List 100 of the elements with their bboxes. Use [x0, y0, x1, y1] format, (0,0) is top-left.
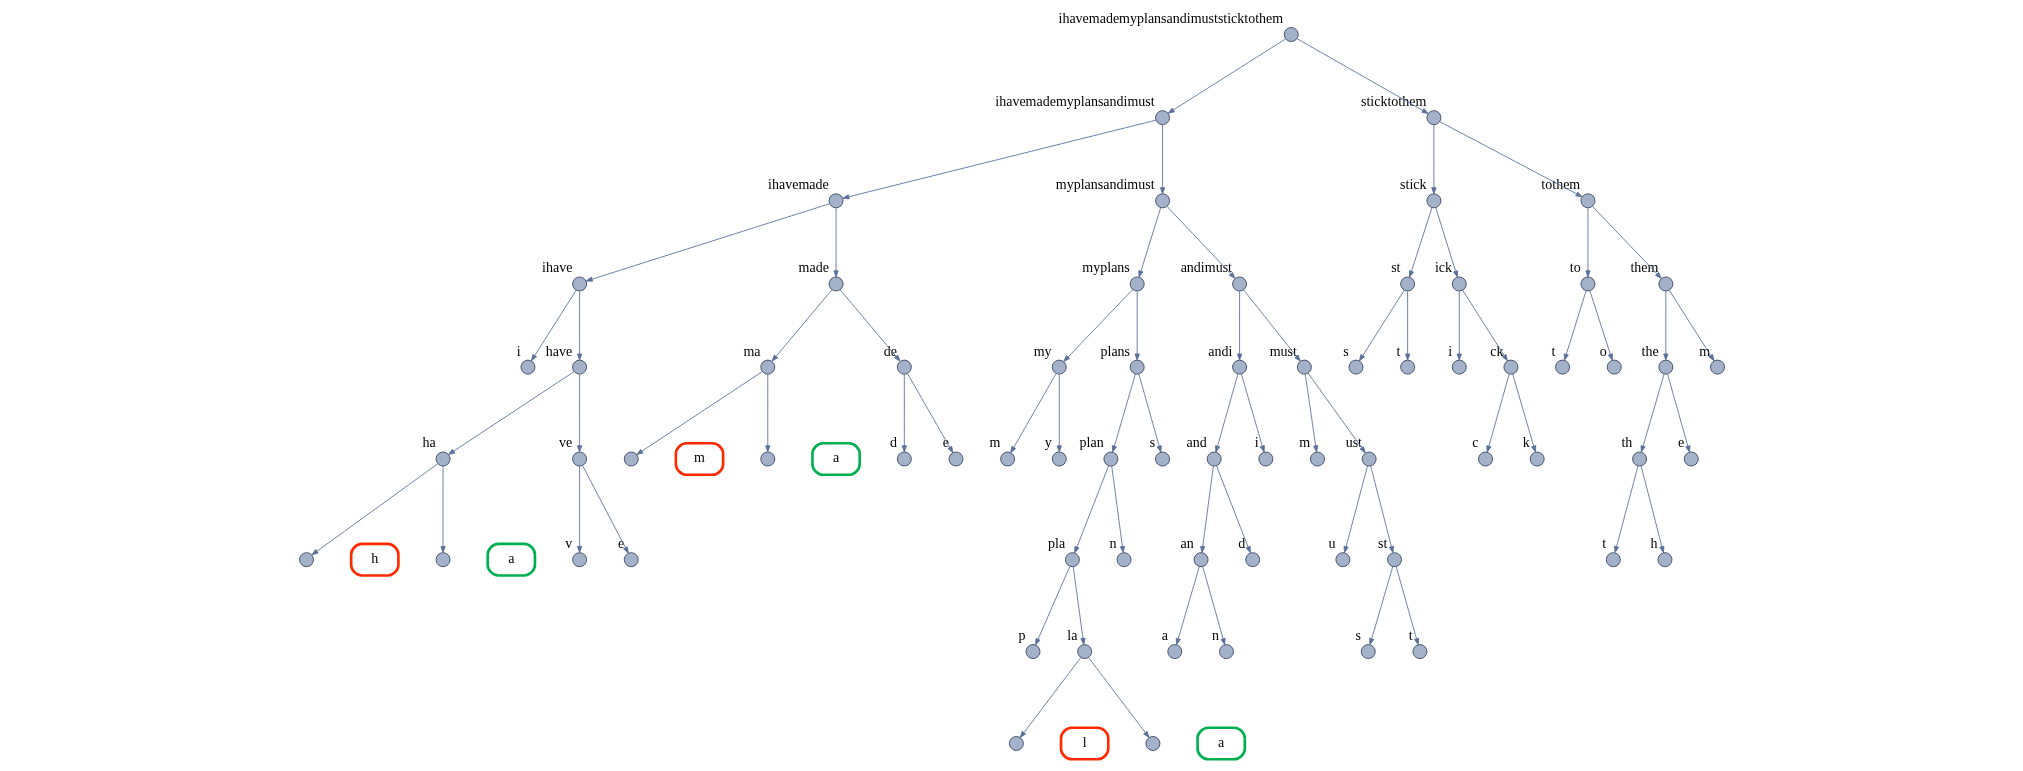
node-label: i — [516, 343, 521, 359]
arrow — [1408, 207, 1432, 278]
node-circle — [1244, 552, 1260, 568]
arrow — [1368, 566, 1393, 646]
node-label: s — [1342, 343, 1349, 359]
node-label: ck — [1489, 343, 1504, 359]
node-circle — [1683, 451, 1699, 467]
node-circle — [1360, 644, 1376, 660]
arrow — [1175, 566, 1200, 646]
arrow — [1485, 373, 1510, 453]
node-label: must — [1269, 343, 1297, 359]
node-label: d — [1237, 536, 1245, 552]
node-label: tothem — [1540, 177, 1580, 193]
node-circle — [435, 451, 450, 467]
node-label: ihave — [541, 260, 572, 276]
arrow — [1111, 373, 1136, 453]
arrow — [1461, 289, 1508, 362]
node-label: plan — [1079, 435, 1104, 451]
arrow — [1110, 465, 1125, 554]
arrow — [1087, 657, 1150, 738]
node-circle — [1580, 276, 1595, 292]
node-circle — [948, 451, 963, 467]
node-circle — [1257, 451, 1273, 467]
node-circle — [435, 552, 450, 568]
node-circle — [1451, 276, 1467, 292]
node-circle — [828, 276, 843, 292]
arrow — [1307, 372, 1366, 454]
node-circle — [520, 359, 535, 375]
node-circle — [1064, 552, 1080, 568]
arrow — [1201, 566, 1226, 646]
arrow — [1369, 465, 1394, 554]
node-circle — [1411, 644, 1427, 660]
node-label: n — [1211, 628, 1219, 644]
arrow — [1640, 373, 1665, 453]
arrow — [1019, 657, 1081, 738]
arrow — [841, 119, 1156, 200]
arrow — [1613, 465, 1638, 554]
node-label: and — [1186, 435, 1207, 451]
arrow — [764, 373, 770, 453]
node-label: n — [1109, 536, 1117, 552]
node-circle — [1657, 276, 1673, 292]
arrow — [1214, 373, 1238, 453]
node-circle — [1580, 193, 1595, 209]
arrow — [1304, 373, 1318, 453]
node-label: my — [1033, 343, 1052, 359]
arrow — [1395, 566, 1419, 646]
node-label: made — [798, 260, 829, 276]
arrow — [771, 289, 832, 362]
arrow — [906, 373, 953, 454]
node-label: la — [1066, 628, 1077, 644]
node-label: st — [1390, 260, 1400, 276]
node-circle — [1206, 451, 1222, 467]
node-label: andi — [1207, 343, 1232, 359]
node-circle — [1386, 552, 1402, 568]
arrow — [1343, 465, 1368, 554]
arrow — [1215, 465, 1251, 554]
node-circle — [1154, 451, 1170, 467]
node-circle — [999, 451, 1015, 467]
node-circle — [1334, 552, 1350, 568]
arrow — [311, 463, 438, 556]
arrow — [1662, 290, 1668, 361]
node-circle — [1193, 552, 1208, 568]
arrow — [1584, 207, 1591, 278]
node-circle — [828, 193, 843, 209]
arrow — [1434, 207, 1458, 278]
node-label: a — [1161, 628, 1168, 644]
node-label: de — [883, 343, 897, 359]
node-circle — [1076, 644, 1092, 660]
node-label: ihavemademyplansandimuststicktothem — [1058, 10, 1283, 26]
node-label: m — [988, 435, 1000, 451]
node-label: st — [1377, 536, 1387, 552]
node-label: the — [1641, 343, 1659, 359]
node-circle — [1606, 359, 1622, 375]
node-label: y — [1044, 435, 1052, 451]
node-circle — [1477, 451, 1493, 467]
arrow — [1137, 373, 1162, 453]
node-label: andimust — [1180, 260, 1232, 276]
node-circle — [1399, 276, 1415, 292]
arrow — [530, 289, 577, 362]
node-label: stick — [1399, 177, 1427, 193]
node-circle — [1025, 644, 1040, 660]
node-circle — [1631, 451, 1647, 467]
arrow — [1242, 289, 1301, 362]
node-circle — [896, 359, 912, 375]
node-circle — [1605, 552, 1621, 568]
node-label: an — [1179, 536, 1194, 552]
node-circle — [1309, 451, 1325, 467]
node-circle — [1296, 359, 1312, 375]
node-circle — [1116, 552, 1131, 568]
node-box: a — [810, 441, 861, 477]
node-circle — [1102, 451, 1118, 467]
node-label: u — [1327, 536, 1335, 552]
node-label: them — [1629, 260, 1658, 276]
arrow — [635, 371, 763, 455]
node-label: have — [545, 343, 572, 359]
arrow — [1199, 465, 1214, 554]
node-circle — [1451, 359, 1467, 375]
node-box: a — [485, 542, 536, 577]
node-circle — [1361, 451, 1377, 467]
arrow — [1296, 38, 1429, 114]
